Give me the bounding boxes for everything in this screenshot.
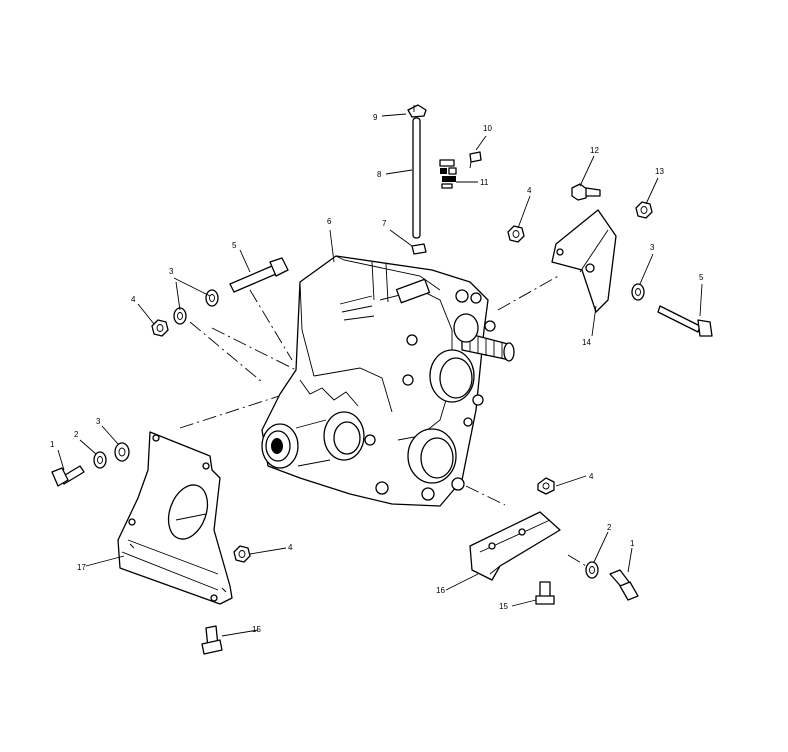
callout-1: 1 bbox=[50, 440, 55, 449]
callout-17: 17 bbox=[77, 563, 86, 572]
washer-icon bbox=[173, 307, 187, 325]
callout-10: 10 bbox=[483, 124, 492, 133]
callout-3: 3 bbox=[169, 267, 174, 276]
lower-left-fasteners bbox=[51, 442, 130, 487]
callout-4: 4 bbox=[288, 543, 293, 552]
mount-bracket-17 bbox=[117, 431, 251, 655]
callout-12: 12 bbox=[590, 146, 599, 155]
transfer-case bbox=[261, 255, 515, 507]
callout-5: 5 bbox=[232, 241, 237, 250]
leader-lines bbox=[57, 113, 703, 637]
callout-13: 13 bbox=[655, 167, 664, 176]
callout-14: 14 bbox=[582, 338, 591, 347]
callout-3: 3 bbox=[96, 417, 101, 426]
centerlines bbox=[179, 274, 587, 567]
callout-4: 4 bbox=[527, 186, 532, 195]
left-fasteners bbox=[151, 257, 289, 337]
callout-15: 15 bbox=[252, 625, 261, 634]
right-upper-bracket bbox=[507, 183, 713, 337]
callout-7: 7 bbox=[382, 219, 387, 228]
callout-2: 2 bbox=[74, 430, 79, 439]
callout-4: 4 bbox=[589, 472, 594, 481]
callout-5: 5 bbox=[699, 273, 704, 282]
callout-15: 15 bbox=[499, 602, 508, 611]
callout-3: 3 bbox=[650, 243, 655, 252]
callout-6: 6 bbox=[327, 217, 332, 226]
vent-tube-assembly bbox=[407, 104, 482, 255]
bolt-icon bbox=[229, 257, 289, 293]
callout-8: 8 bbox=[377, 170, 382, 179]
callout-16: 16 bbox=[436, 586, 445, 595]
right-lower-bracket bbox=[469, 477, 639, 605]
washer-icon bbox=[205, 289, 219, 307]
callout-4: 4 bbox=[131, 295, 136, 304]
callout-2: 2 bbox=[607, 523, 612, 532]
callout-9: 9 bbox=[373, 113, 378, 122]
callout-1: 1 bbox=[630, 539, 635, 548]
callout-numbers: 9 10 8 11 12 13 4 6 7 5 3 3 5 4 14 3 2 1… bbox=[50, 113, 704, 634]
decal-icon bbox=[439, 159, 457, 189]
callout-11: 11 bbox=[480, 178, 489, 187]
nut-icon bbox=[151, 319, 169, 337]
